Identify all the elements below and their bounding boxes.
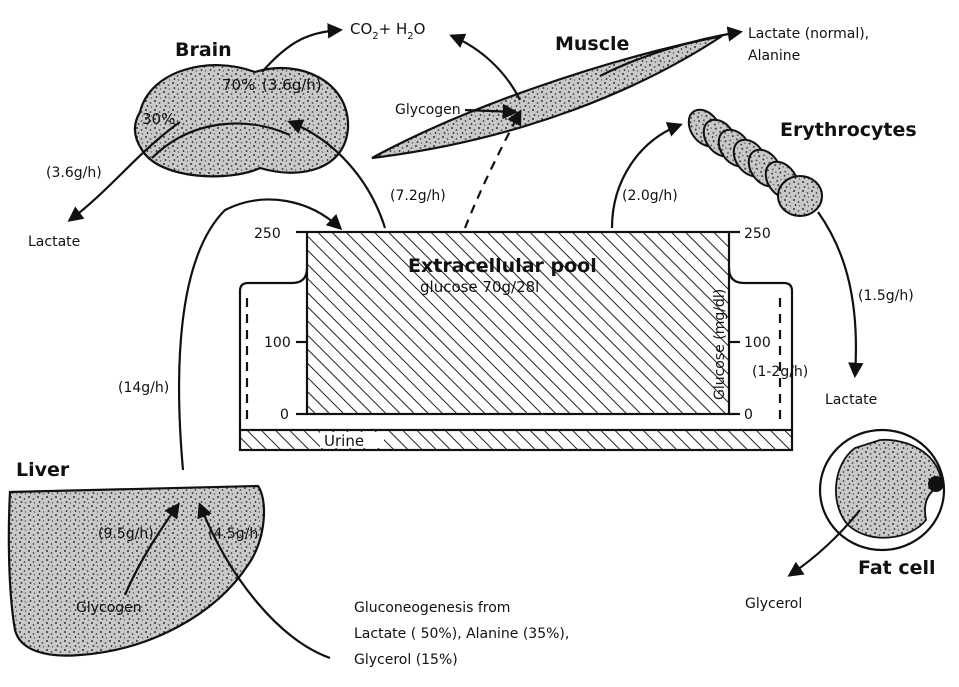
erythrocytes-input-flux: (2.0g/h) xyxy=(622,188,678,204)
liver-output-flux: (14g/h) xyxy=(118,380,169,396)
liver-glycogen: Glycogen xyxy=(76,600,142,616)
muscle-output2: Alanine xyxy=(748,48,800,64)
fat-cell-title: Fat cell xyxy=(858,557,936,579)
gng-line1: Gluconeogenesis from xyxy=(354,600,510,616)
erythrocytes-lactate-arrow xyxy=(818,212,856,375)
muscle xyxy=(372,36,722,158)
gng-line3: Glycerol (15%) xyxy=(354,652,458,668)
fat-cell xyxy=(820,430,944,550)
muscle-output1: Lactate (normal), xyxy=(748,26,869,42)
pool-title: Extracellular pool xyxy=(408,255,597,277)
pool-subtitle: glucose 70g/28l xyxy=(420,278,539,296)
muscle-title: Muscle xyxy=(555,33,629,55)
brain-to-co2-arrow xyxy=(262,30,340,72)
tick-right-250: 250 xyxy=(744,226,771,242)
muscle-to-co2-arrow xyxy=(452,36,520,100)
brain-flux70: (3.6g/h) xyxy=(262,76,322,94)
tick-right-100: 100 xyxy=(744,335,771,351)
co2-h2o-label: CO2+ H2O xyxy=(350,20,425,42)
erythrocytes-title: Erythrocytes xyxy=(780,119,917,141)
brain-out-flux: (3.6g/h) xyxy=(46,165,102,181)
brain-title: Brain xyxy=(175,39,232,61)
brain-pct70: 70% xyxy=(222,76,255,94)
urine-label: Urine xyxy=(324,432,364,450)
tick-left-0: 0 xyxy=(280,407,289,423)
brain-pct30: 30% xyxy=(142,110,175,128)
tick-left-250: 250 xyxy=(254,226,281,242)
erythrocytes-lactate: Lactate xyxy=(825,392,877,408)
glucose-axis-label: Glucose (mg/dl) xyxy=(712,289,728,400)
tick-right-0: 0 xyxy=(744,407,753,423)
brain-input-flux: (7.2g/h) xyxy=(390,188,446,204)
urine-flux: (1-2g/h) xyxy=(752,364,808,380)
muscle-glycogen: Glycogen xyxy=(395,102,461,118)
brain-lactate: Lactate xyxy=(28,234,80,250)
liver-glycogen-flux: (9.5g/h) xyxy=(98,526,154,542)
pool-to-erythrocytes-arrow xyxy=(612,125,680,228)
fat-glycerol: Glycerol xyxy=(745,596,802,612)
liver-title: Liver xyxy=(16,459,70,481)
tick-left-100: 100 xyxy=(264,335,291,351)
erythrocytes-output-flux: (1.5g/h) xyxy=(858,288,914,304)
gng-line2: Lactate ( 50%), Alanine (35%), xyxy=(354,626,569,642)
